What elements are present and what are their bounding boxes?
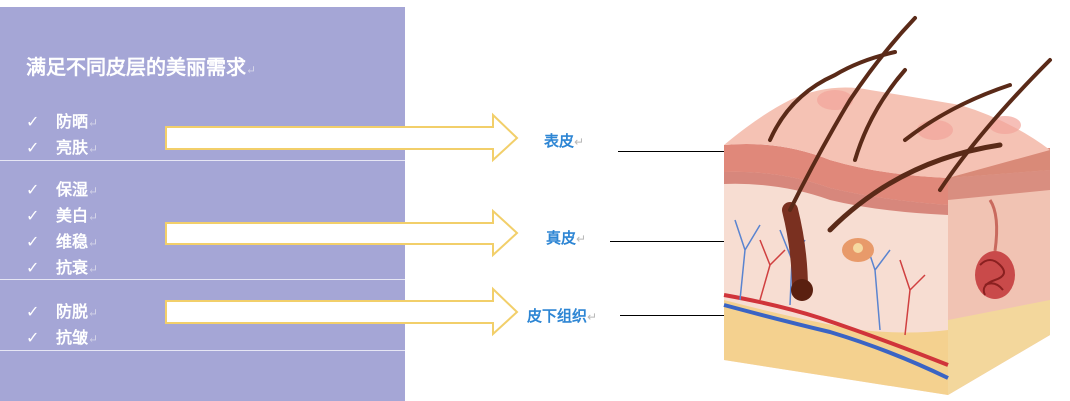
check-icon: ✓ — [26, 328, 40, 347]
panel-title: 满足不同皮层的美丽需求↵ — [26, 55, 257, 79]
check-icon: ✓ — [26, 112, 40, 131]
group-divider — [0, 160, 405, 161]
check-icon: ✓ — [26, 180, 40, 199]
check-icon: ✓ — [26, 232, 40, 251]
label-epidermis: 表皮↵ — [544, 132, 585, 150]
leader-line-dermis — [610, 241, 724, 242]
needs-panel — [0, 7, 405, 401]
check-icon: ✓ — [26, 302, 40, 321]
group-divider — [0, 350, 405, 351]
arrow-epidermis — [165, 112, 519, 163]
need-item: ✓亮肤↵ — [26, 138, 99, 157]
need-item: ✓防脱↵ — [26, 302, 99, 321]
need-item: ✓维稳↵ — [26, 232, 99, 251]
label-dermis: 真皮↵ — [546, 229, 587, 247]
leader-line-subcutaneous — [620, 315, 724, 316]
need-item: ✓抗皱↵ — [26, 328, 99, 347]
need-item: ✓防晒↵ — [26, 112, 99, 131]
arrow-dermis — [165, 208, 519, 258]
need-item: ✓保湿↵ — [26, 180, 99, 199]
check-icon: ✓ — [26, 258, 40, 277]
need-item: ✓美白↵ — [26, 206, 99, 225]
check-icon: ✓ — [26, 206, 40, 225]
skin-cross-section-illustration — [723, 16, 1052, 395]
check-icon: ✓ — [26, 138, 40, 157]
need-item: ✓抗衰↵ — [26, 258, 99, 277]
label-subcutaneous: 皮下组织↵ — [527, 307, 598, 325]
group-divider — [0, 279, 405, 280]
leader-line-epidermis — [618, 151, 724, 152]
arrow-subcutis — [165, 286, 519, 337]
